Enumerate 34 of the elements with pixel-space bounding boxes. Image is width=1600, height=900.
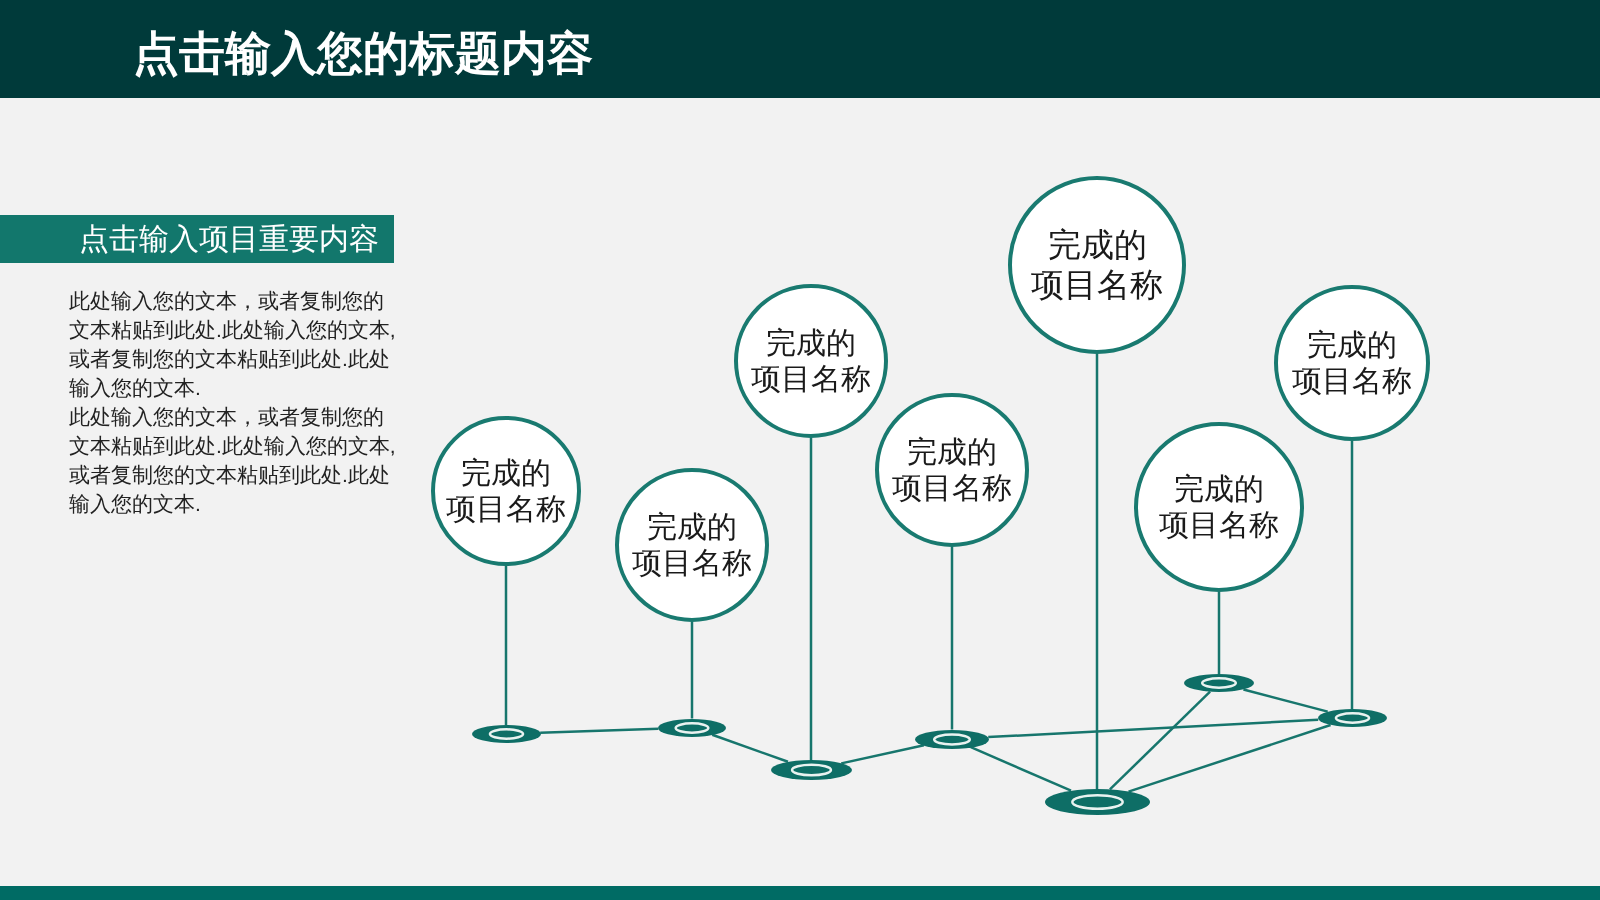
connector-line xyxy=(540,727,659,735)
pin-base-ellipse xyxy=(1184,674,1254,692)
connector-line xyxy=(1243,688,1329,713)
pin-stem-line xyxy=(504,566,508,725)
pin-stem-line xyxy=(1350,441,1354,709)
connector-line xyxy=(841,743,925,765)
connector-line xyxy=(1128,723,1331,793)
connector-line xyxy=(711,733,789,763)
pin-base-ellipse xyxy=(1044,789,1150,815)
connector-line xyxy=(970,746,1072,792)
pin-stem-line xyxy=(690,622,694,719)
node-label: 完成的项目名称 xyxy=(750,325,871,397)
pin-base-ellipse xyxy=(1317,709,1387,727)
node-label: 完成的项目名称 xyxy=(445,455,566,527)
heading-text: 点击输入项目重要内容 xyxy=(79,224,379,254)
node-label: 完成的项目名称 xyxy=(1030,225,1163,305)
body-text: 此处输入您的文本，或者复制您的文本粘贴到此处.此处输入您的文本,或者复制您的文本粘贴到此处.此处输入您的文本. xyxy=(69,404,397,517)
connector-line xyxy=(988,718,1319,739)
node-label: 完成的项目名称 xyxy=(1291,327,1412,399)
pin-base-ellipse xyxy=(915,729,989,749)
heading-band xyxy=(0,215,394,263)
pin-stem-line xyxy=(950,547,954,730)
pin-stem-line xyxy=(1217,592,1221,674)
pin-base-ellipse xyxy=(658,718,726,737)
node-label: 完成的项目名称 xyxy=(891,434,1012,506)
node-label: 完成的项目名称 xyxy=(1158,471,1279,543)
pin-base-ellipse xyxy=(471,725,541,743)
pin-base-ellipse xyxy=(770,760,852,780)
page-title: 点击输入您的标题内容 xyxy=(133,30,593,76)
pin-stem-line xyxy=(809,438,813,760)
pin-stem-line xyxy=(1095,354,1099,789)
body-text: 此处输入您的文本，或者复制您的文本粘贴到此处.此处输入您的文本,或者复制您的文本粘贴到此处.此处输入您的文本. xyxy=(69,288,397,401)
connector-line xyxy=(1109,690,1211,791)
node-label: 完成的项目名称 xyxy=(631,509,752,581)
